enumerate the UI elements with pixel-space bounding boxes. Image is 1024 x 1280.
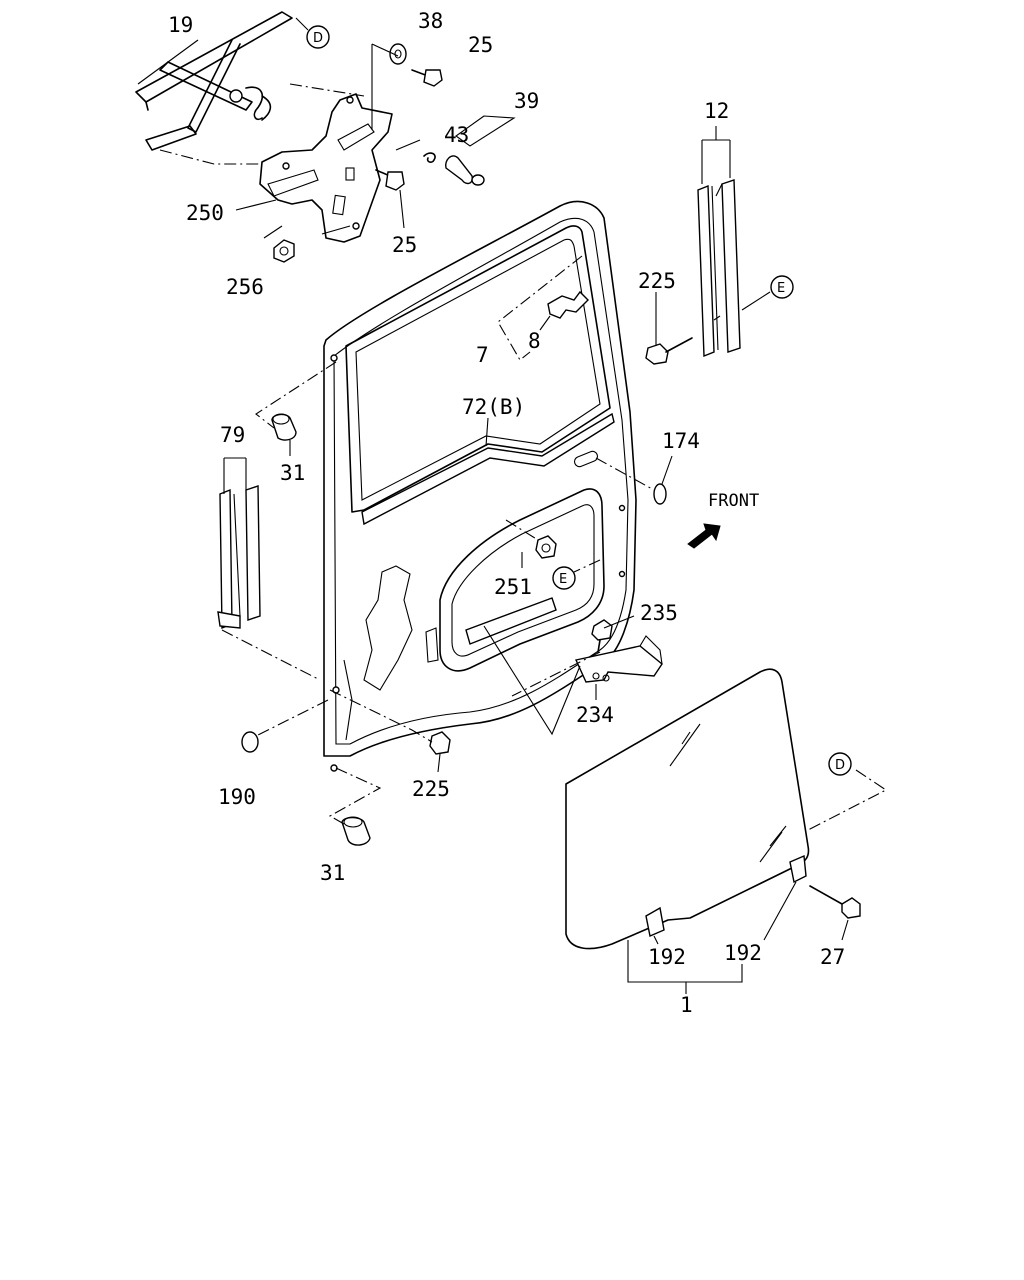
nut-256 (273, 239, 295, 263)
nut-251 (535, 535, 557, 559)
door-glass (565, 668, 810, 950)
leader-lines (221, 17, 888, 994)
label-192-right: 192 (724, 941, 762, 965)
handle-39 (444, 155, 485, 186)
label-225-upper: 225 (638, 269, 676, 293)
run-channel-79 (217, 485, 261, 630)
svg-text:E: E (777, 281, 785, 296)
washer-38 (389, 43, 407, 65)
clip-8 (547, 290, 589, 319)
ref-e-right: E (770, 275, 794, 299)
bolt-235 (591, 619, 613, 653)
ref-e-center: E (552, 566, 576, 590)
bolt-225-lower (429, 731, 451, 755)
label-38: 38 (418, 9, 443, 33)
label-234: 234 (576, 703, 614, 727)
front-arrow-icon (687, 523, 721, 549)
label-251: 251 (494, 575, 532, 599)
label-25-upper: 25 (468, 33, 493, 57)
label-8: 8 (528, 329, 541, 353)
clip-43 (423, 152, 436, 163)
label-25-lower: 25 (392, 233, 417, 257)
label-31-lower: 31 (320, 861, 345, 885)
label-1: 1 (680, 993, 693, 1017)
bolt-27 (809, 885, 861, 919)
label-31-upper: 31 (280, 461, 305, 485)
label-19: 19 (168, 13, 193, 37)
svg-text:D: D (835, 758, 845, 773)
plug-190 (241, 731, 259, 753)
ref-d-bottom: D (828, 752, 852, 776)
label-190: 190 (218, 785, 256, 809)
label-225-lower: 225 (412, 777, 450, 801)
label-12: 12 (704, 99, 729, 123)
label-174: 174 (662, 429, 700, 453)
bolt-25-upper (411, 69, 443, 87)
bolt-225-upper (645, 337, 693, 365)
run-channel-12 (697, 179, 741, 358)
bracket-leaders (137, 39, 516, 239)
bushing-31-upper (271, 413, 297, 441)
front-label: FRONT (708, 491, 759, 511)
label-72b: 72(B) (462, 395, 525, 419)
bracket-234 (575, 635, 663, 683)
svg-text:E: E (559, 572, 567, 587)
label-79: 79 (220, 423, 245, 447)
label-27: 27 (820, 945, 845, 969)
label-43: 43 (444, 123, 469, 147)
label-235: 235 (640, 601, 678, 625)
regulator-bracket (259, 93, 393, 243)
svg-text:D: D (313, 31, 323, 46)
ref-d-top: D (306, 25, 330, 49)
window-regulator (135, 11, 293, 151)
label-192-left: 192 (648, 945, 686, 969)
label-250: 250 (186, 201, 224, 225)
label-256: 256 (226, 275, 264, 299)
door-panel (323, 200, 637, 772)
plug-174 (653, 483, 667, 505)
bushing-31-lower (341, 816, 371, 846)
label-7: 7 (476, 343, 489, 367)
label-39: 39 (514, 89, 539, 113)
bolt-25-lower (375, 169, 405, 191)
